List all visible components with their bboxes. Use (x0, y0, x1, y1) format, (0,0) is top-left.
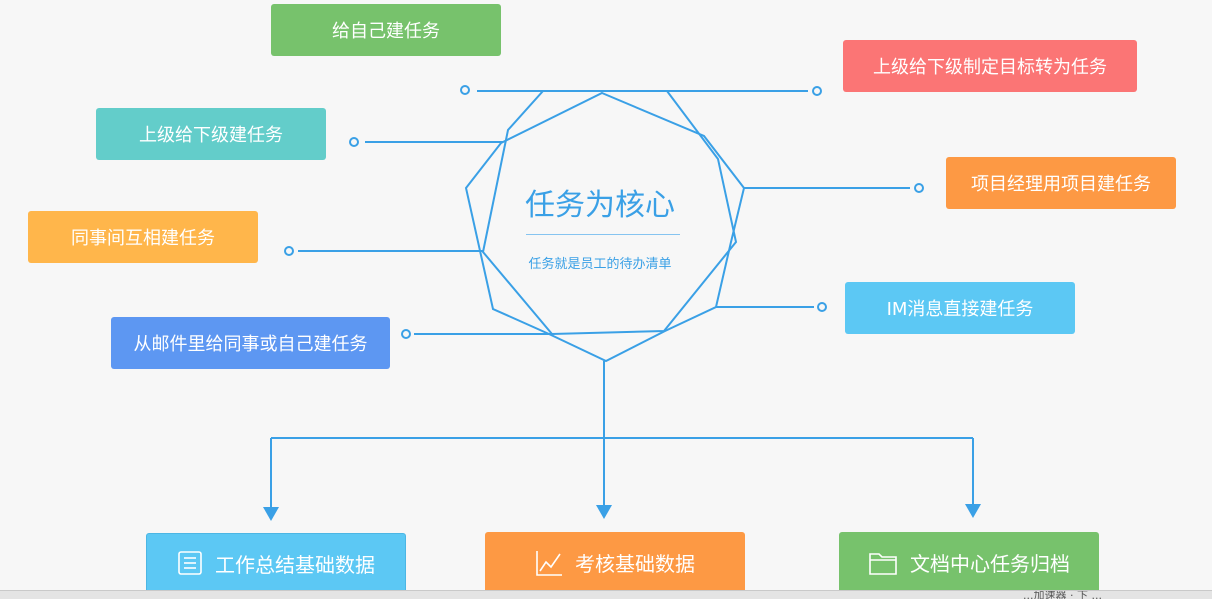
output-label: 工作总结基础数据 (215, 552, 375, 577)
spoke-endpoint (349, 137, 359, 147)
source-box-email: 从邮件里给同事或自己建任务 (111, 317, 390, 369)
outer-decagon (464, 91, 746, 363)
arrow-head (965, 504, 981, 518)
output-label: 考核基础数据 (575, 552, 695, 576)
spoke-endpoint (460, 85, 470, 95)
document-list-icon (177, 550, 203, 576)
spoke-endpoint (817, 302, 827, 312)
inner-decagon (481, 90, 738, 336)
spoke-endpoint (284, 246, 294, 256)
center-title: 任务为核心 (525, 188, 675, 223)
source-box-colleague: 同事间互相建任务 (28, 211, 258, 263)
output-box-archive: 文档中心任务归档 (839, 532, 1099, 593)
source-box-im: IM消息直接建任务 (845, 282, 1075, 334)
output-box-work-summary: 工作总结基础数据 (146, 533, 406, 593)
output-label: 文档中心任务归档 (910, 552, 1070, 576)
source-box-self: 给自己建任务 (271, 4, 501, 56)
source-box-superior: 上级给下级建任务 (96, 108, 326, 160)
source-box-superior-goal: 上级给下级制定目标转为任务 (843, 40, 1137, 92)
center-divider (526, 234, 680, 235)
source-box-project-manager: 项目经理用项目建任务 (946, 157, 1176, 209)
arrow-head (263, 507, 279, 521)
status-bar: ...加速器 · 下 ... (0, 590, 1212, 599)
spoke-endpoint (401, 329, 411, 339)
folder-icon (868, 550, 898, 576)
spoke-endpoint (914, 183, 924, 193)
spoke-endpoint (812, 86, 822, 96)
arrow-head (596, 505, 612, 519)
output-box-assessment: 考核基础数据 (485, 532, 745, 593)
status-text: ...加速器 · 下 ... (1023, 590, 1102, 599)
line-chart-icon (535, 549, 563, 577)
center-subtitle: 任务就是员工的待办清单 (528, 257, 672, 272)
